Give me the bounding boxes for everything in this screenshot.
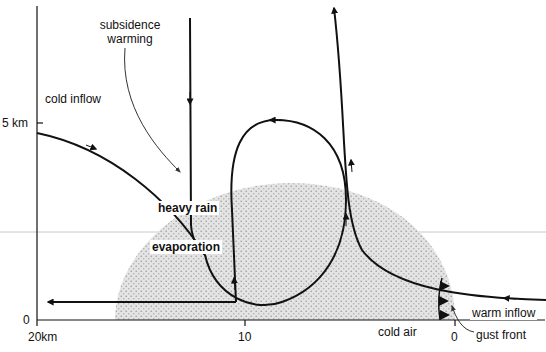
- flow-label: warm inflow: [470, 306, 537, 320]
- leader-line: [125, 48, 180, 172]
- region-label: cold air: [378, 325, 417, 339]
- gust-front-symbol: [439, 278, 450, 320]
- flow-label: cold inflow: [45, 92, 101, 106]
- axes: [37, 6, 545, 326]
- annotation: gust front: [476, 328, 526, 342]
- axis-label: 20km: [28, 330, 57, 344]
- annotation: subsidence warming: [92, 18, 168, 46]
- region-label: heavy rain: [156, 201, 219, 215]
- flow-lines: [37, 8, 546, 305]
- axis-label: 0: [451, 330, 458, 344]
- rain-region: [115, 183, 455, 320]
- region-label: evaporation: [150, 240, 222, 254]
- axis-label: 5 km: [2, 116, 28, 130]
- axis-label: 10: [238, 330, 251, 344]
- axis-label: 0: [23, 313, 30, 327]
